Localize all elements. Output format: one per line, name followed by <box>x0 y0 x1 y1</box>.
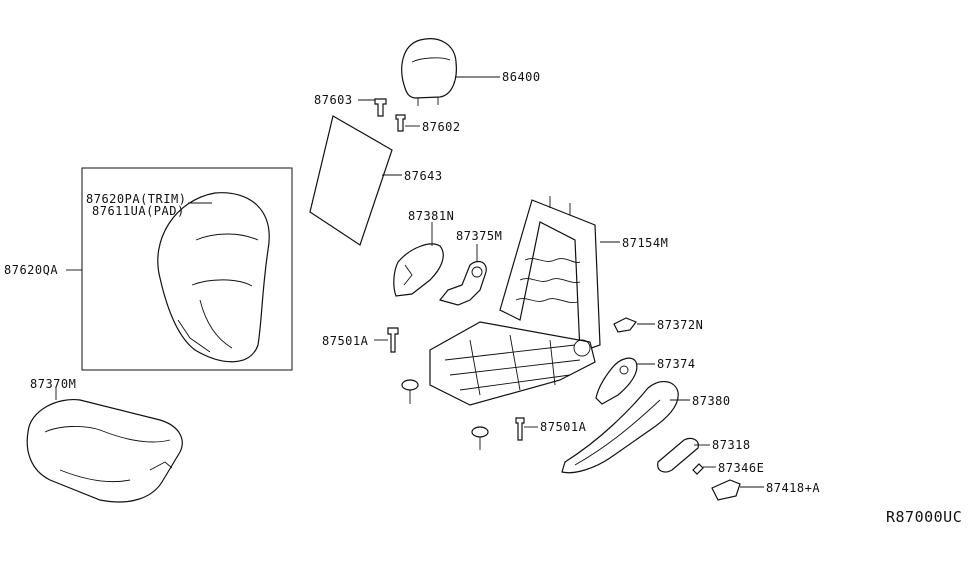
callout-87318: 87318 <box>712 438 751 452</box>
seatback-assembly-box <box>81 167 293 371</box>
back-board-part <box>309 115 393 246</box>
callout-87381N: 87381N <box>408 209 454 223</box>
callout-87380: 87380 <box>692 394 731 408</box>
side-cover-upper-part <box>393 243 444 297</box>
knob-part <box>711 479 741 501</box>
callout-87602: 87602 <box>422 120 461 134</box>
recliner-cover-part <box>595 357 638 405</box>
callout-87620PA: 87620PA(TRIM) <box>86 192 186 206</box>
callout-86400: 86400 <box>502 70 541 84</box>
callout-87501A-bottom: 87501A <box>540 420 587 434</box>
callout-87603: 87603 <box>314 93 353 107</box>
side-finisher-part <box>561 381 679 474</box>
recliner-bracket-part <box>438 260 487 306</box>
seat-cushion-part <box>26 398 183 503</box>
callout-87418A: 87418+A <box>766 481 820 495</box>
lever-part <box>657 437 699 473</box>
callout-87154M: 87154M <box>622 236 668 250</box>
callout-87611UA: 87611UA(PAD) <box>92 204 185 218</box>
cap-part <box>692 463 704 475</box>
callout-87375M: 87375M <box>456 229 502 243</box>
bolt-left-part <box>387 327 419 404</box>
callout-87643: 87643 <box>404 169 443 183</box>
callout-87501A-left: 87501A <box>322 334 369 348</box>
callout-87346E: 87346E <box>718 461 764 475</box>
headrest-guide-part <box>374 98 406 132</box>
callout-87372N: 87372N <box>657 318 703 332</box>
clip-part <box>613 317 637 333</box>
callout-87374: 87374 <box>657 357 696 371</box>
headrest-part <box>401 38 457 106</box>
diagram-code: R87000UC <box>886 508 962 526</box>
callout-87620QA: 87620QA <box>4 263 58 277</box>
callout-87370M: 87370M <box>30 377 76 391</box>
seat-frame-part <box>429 196 601 406</box>
bolt-bottom-part <box>471 417 525 450</box>
